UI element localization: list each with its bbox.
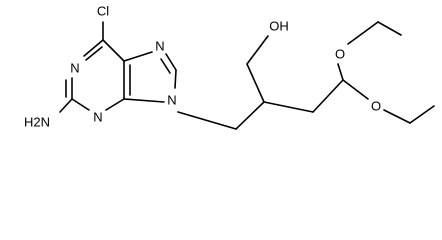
bond-n7-c8 — [165, 53, 177, 71]
chemical-structure: Cl N N N N H2N OH O O — [24, 4, 435, 130]
bond-ch-ch2oh — [246, 63, 265, 103]
ring-n1-label: N — [70, 61, 79, 76]
bond-lower-ethyl — [409, 105, 435, 124]
bond-n7-c8-double — [160, 58, 171, 74]
bond-acetal-o-lower — [342, 79, 369, 100]
bond-ch2oh-o — [246, 35, 269, 65]
ring-n7-label: N — [155, 39, 164, 54]
bond-c6-n1 — [83, 39, 104, 57]
bond-c5-c6 — [102, 39, 125, 62]
chlorine-label: Cl — [97, 4, 109, 19]
bonds — [59, 21, 435, 130]
bond-c5-n7 — [123, 51, 153, 62]
bond-c8-n9 — [174, 69, 177, 89]
hydroxyl-label: OH — [269, 19, 289, 34]
bond-n9-ch2 — [177, 111, 237, 130]
ether-o-lower-label: O — [371, 99, 381, 114]
ether-o-upper-label: O — [335, 47, 345, 62]
bond-acetal-o-upper — [337, 63, 344, 81]
atom-labels: Cl N N N N H2N OH O O — [24, 4, 381, 130]
bond-c2-n3 — [71, 98, 90, 111]
bond-upper-ethyl — [377, 21, 402, 36]
bond-ch2-acetal — [312, 79, 344, 113]
bond-o-upper-ch2 — [347, 21, 379, 45]
bond-n3-c4 — [105, 98, 125, 111]
bond-o-lower-ch2 — [383, 109, 411, 124]
ring-n3-label: N — [93, 110, 102, 125]
bond-ch-ch2 — [263, 101, 314, 113]
bond-c6-n1-double — [85, 46, 103, 61]
bond-c2-nh2 — [59, 98, 73, 113]
bond-ch2-ch — [235, 101, 265, 130]
amino-label: H2N — [24, 115, 50, 130]
bond-n9-c4 — [123, 98, 165, 103]
ring-n9-label: N — [167, 93, 176, 108]
